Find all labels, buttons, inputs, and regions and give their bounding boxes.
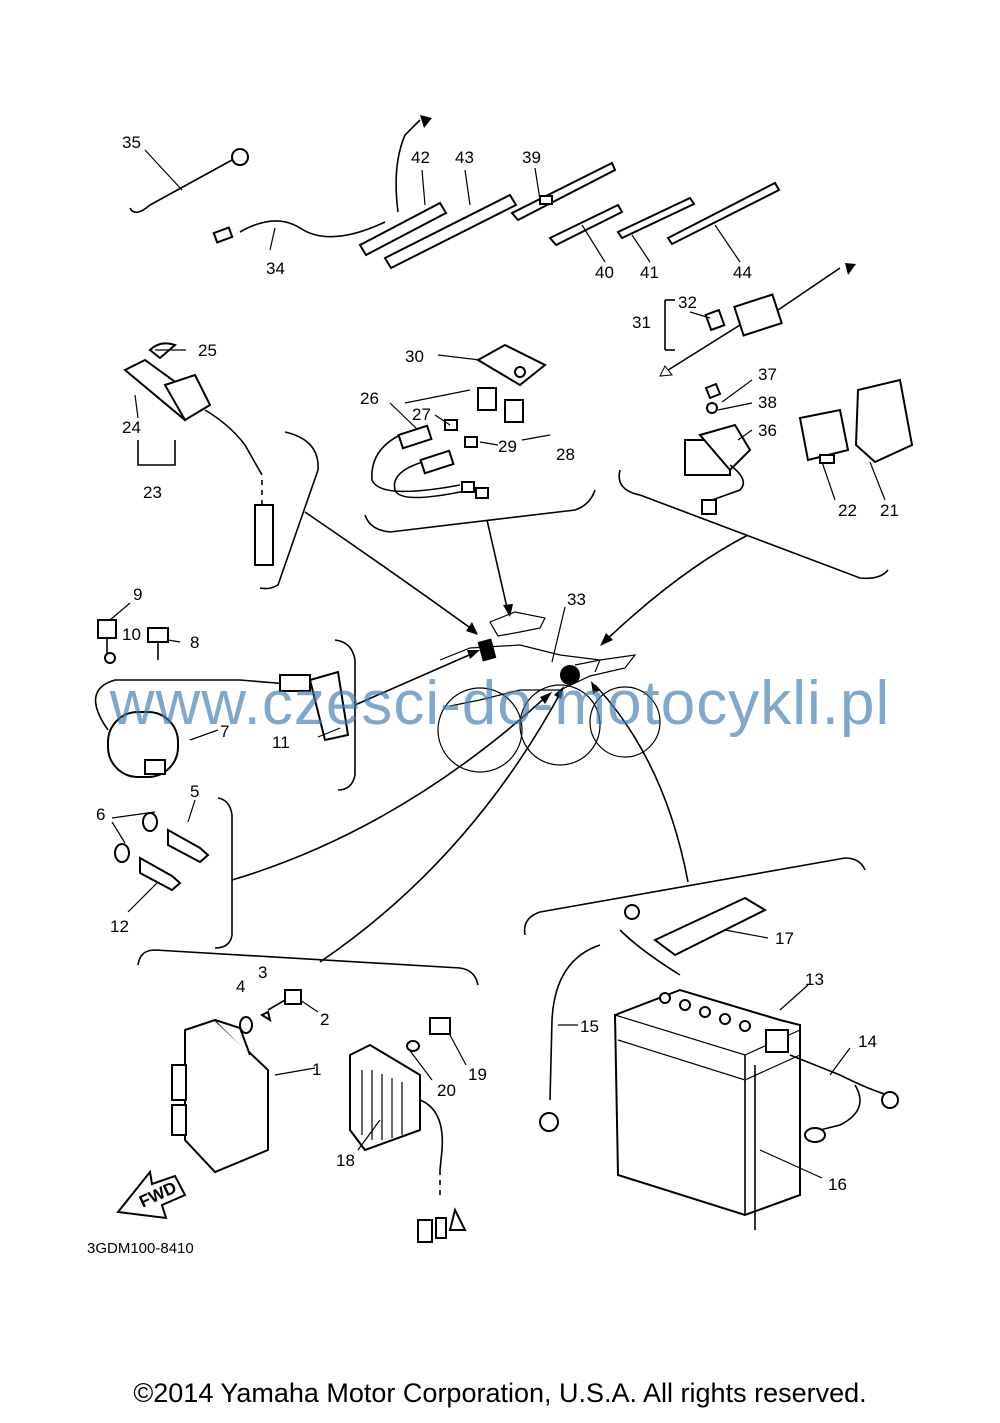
callout-29: 29: [498, 437, 517, 456]
callout-41: 41: [640, 263, 659, 282]
part-39-40-41-44-ties: [510, 161, 781, 247]
callout-1: 1: [312, 1060, 321, 1079]
callout-24: 24: [122, 418, 141, 437]
part-5-6-12-plugs: [114, 812, 210, 892]
part-42-43-bands: [358, 193, 518, 270]
part-26-29-cables: [371, 387, 524, 499]
part-7-coil: [94, 670, 350, 778]
callout-21: 21: [880, 501, 899, 520]
callout-numbers: 1 2 3 4 5 6 7 8 9 10 11 12 13 14 15 16 1…: [96, 133, 899, 1194]
callout-11: 11: [272, 733, 290, 752]
callout-31: 31: [632, 313, 651, 332]
callout-20: 20: [437, 1081, 456, 1100]
callout-15: 15: [580, 1017, 599, 1036]
callout-33: 33: [567, 590, 586, 609]
callout-5: 5: [190, 782, 199, 801]
callout-16: 16: [828, 1175, 847, 1194]
callout-26: 26: [360, 389, 379, 408]
callout-leaders: [109, 149, 886, 1179]
callout-13: 13: [805, 970, 824, 989]
part-1-cdi: [171, 989, 302, 1174]
part-23-25-plug: [123, 342, 274, 566]
callout-17: 17: [775, 929, 794, 948]
callout-7: 7: [220, 722, 229, 741]
drawing-code: 3GDM100-8410: [87, 1240, 194, 1257]
callout-27: 27: [412, 405, 431, 424]
callout-9: 9: [133, 585, 142, 604]
callout-19: 19: [468, 1065, 487, 1084]
callout-28: 28: [556, 445, 575, 464]
callout-44: 44: [733, 263, 752, 282]
callout-43: 43: [455, 148, 474, 167]
callout-22: 22: [838, 501, 857, 520]
callout-40: 40: [595, 263, 614, 282]
callout-25: 25: [198, 341, 217, 360]
callout-32: 32: [678, 293, 697, 312]
part-13-battery: [613, 988, 899, 1230]
callout-42: 42: [411, 148, 430, 167]
callout-38: 38: [758, 393, 777, 412]
part-15-17-strap-cable: [539, 896, 768, 1132]
callout-8: 8: [190, 633, 199, 652]
callout-14: 14: [858, 1032, 877, 1051]
part-31-32-connector: [659, 263, 856, 377]
callout-2: 2: [320, 1010, 329, 1029]
callout-37: 37: [758, 365, 777, 384]
callout-30: 30: [405, 347, 424, 366]
group-brackets: [137, 431, 889, 986]
part-8-9-10-bolts: [97, 619, 169, 664]
callout-36: 36: [758, 421, 777, 440]
callout-34: 34: [266, 259, 285, 278]
part-34-wire-lead: [212, 115, 432, 244]
callout-6: 6: [96, 805, 105, 824]
part-21-22-covers: [798, 378, 914, 464]
part-18-rectifier: [349, 1017, 467, 1243]
callout-12: 12: [110, 917, 129, 936]
callout-18: 18: [336, 1151, 355, 1170]
watermark-text: www.czesci-do-motocykli.pl: [109, 669, 891, 738]
part-36-relay: [684, 382, 752, 515]
callout-35: 35: [122, 133, 141, 152]
part-30-cover: [475, 343, 547, 387]
copyright-notice: ©2014 Yamaha Motor Corporation, U.S.A. A…: [133, 1378, 867, 1408]
callout-3: 3: [258, 963, 267, 982]
fwd-arrow-icon: FWD: [116, 1169, 187, 1220]
callout-4: 4: [236, 977, 245, 996]
frame-sketch: [437, 611, 661, 773]
callout-39: 39: [522, 148, 541, 167]
part-35-ground-lead: [129, 148, 249, 214]
callout-23: 23: [143, 483, 162, 502]
callout-10: 10: [122, 625, 141, 644]
